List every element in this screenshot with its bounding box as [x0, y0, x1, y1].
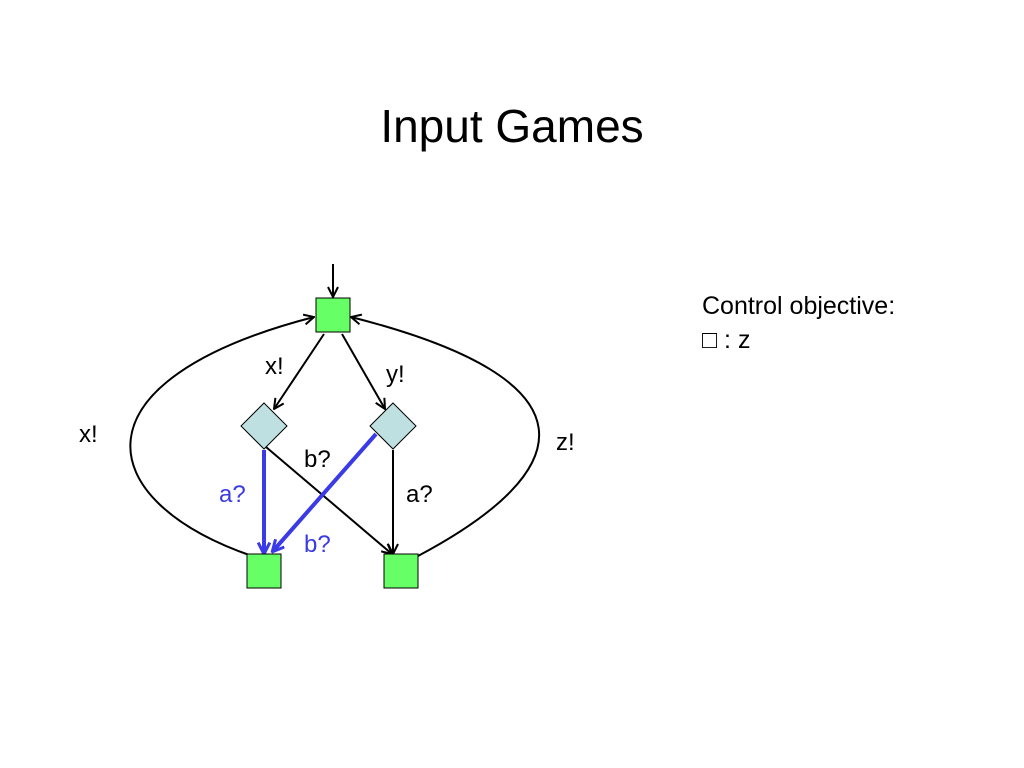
control-objective: Control objective: □ : z	[702, 289, 895, 357]
edge-left-square-to-top	[129, 317, 314, 557]
label-left-b-edge: b?	[304, 531, 331, 558]
label-outer-left-edge: x!	[79, 421, 98, 448]
label-outer-right-edge: z!	[556, 429, 575, 456]
label-top-right-edge: y!	[386, 361, 405, 388]
objective-heading: Control objective:	[702, 292, 896, 320]
slide-title: Input Games	[380, 100, 644, 152]
label-top-left-edge: x!	[265, 353, 284, 380]
edge-right-diamond-to-left-square-highlight	[273, 432, 378, 551]
left-environment-state	[240, 402, 288, 450]
top-player-state	[315, 297, 351, 333]
bottom-right-player-state	[383, 553, 419, 589]
right-environment-state	[369, 402, 417, 450]
edge-right-square-to-top	[351, 317, 541, 557]
bottom-left-player-state	[246, 553, 282, 589]
label-left-a-edge: a?	[219, 481, 246, 508]
edge-top-to-left-diamond	[274, 333, 325, 409]
label-cross-b-edge: b?	[304, 446, 331, 473]
objective-formula: □ : z	[702, 326, 751, 354]
label-right-a-edge: a?	[406, 481, 433, 508]
edge-left-diamond-to-right-square	[265, 446, 392, 554]
edge-top-to-right-diamond	[341, 333, 385, 409]
